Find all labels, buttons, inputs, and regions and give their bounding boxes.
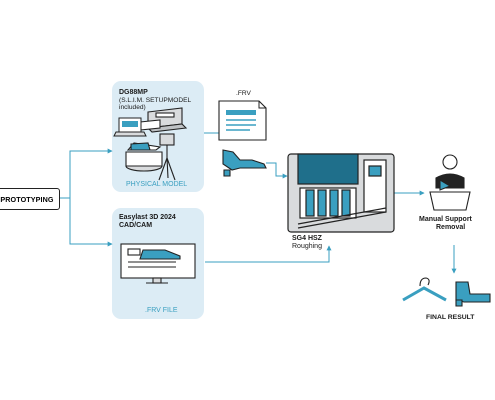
- hanger-icon: [402, 277, 447, 302]
- shoe-last-icon: [222, 149, 267, 177]
- physical-subtitle-1: (S.L.I.M. SETUPMODEL: [119, 97, 192, 104]
- cad-title-1: Easylast 3D 2024: [119, 214, 176, 221]
- frv-file-caption: .FRV FILE: [145, 307, 178, 314]
- machine-subtitle: Roughing: [292, 243, 322, 250]
- monitor-icon: [120, 243, 196, 284]
- manual-line-1: Manual Support: [419, 216, 472, 223]
- laptop-icon: [113, 117, 147, 137]
- physical-title: DG88MP: [119, 89, 148, 96]
- physical-caption: PHYSICAL MODEL: [126, 181, 188, 188]
- connector-lines: [59, 132, 457, 274]
- machine-title: SG4 HSZ: [292, 235, 322, 242]
- frv-doc-label: .FRV: [236, 90, 251, 97]
- prototyping-node: PROTOTYPING: [0, 188, 60, 210]
- physical-subtitle-2: included): [119, 104, 146, 111]
- prototyping-label: PROTOTYPING: [0, 194, 54, 204]
- final-result-label: FINAL RESULT: [426, 314, 475, 321]
- worker-icon: [429, 154, 471, 211]
- cnc-machine-icon: [287, 153, 395, 233]
- 3d-printer-icon: [139, 107, 188, 133]
- manual-line-2: Removal: [436, 224, 466, 231]
- cad-title-2: CAD/CAM: [119, 222, 153, 229]
- document-icon: [218, 100, 267, 141]
- tripod-scanner-icon: [158, 133, 176, 181]
- final-shoe-icon: [455, 281, 491, 307]
- shoe-model-icon: [125, 142, 163, 172]
